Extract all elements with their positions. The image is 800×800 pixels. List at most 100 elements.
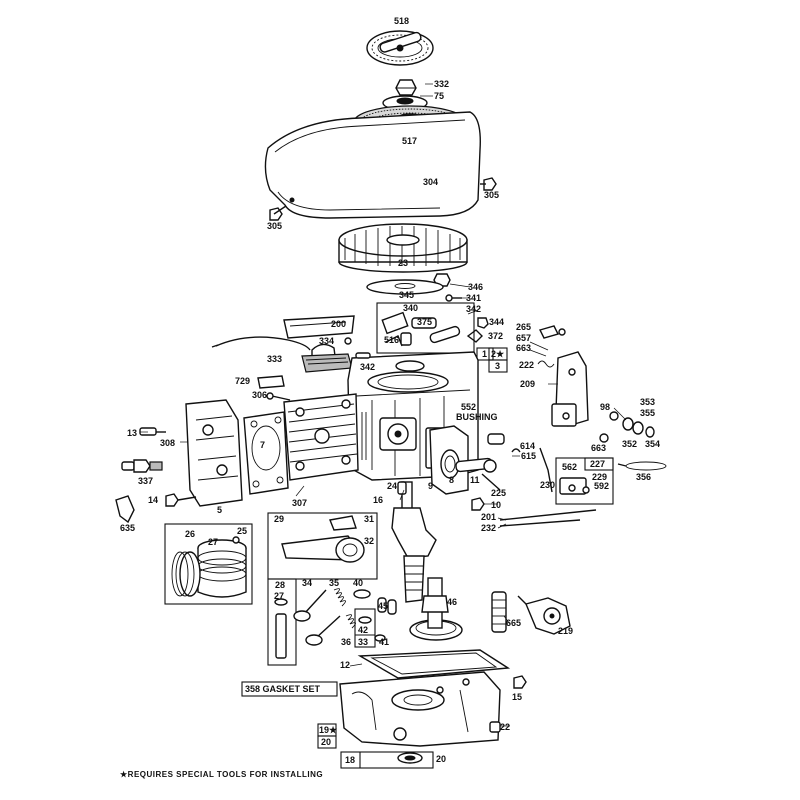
box-19-20 bbox=[317, 723, 337, 749]
label-34: 34 bbox=[302, 578, 312, 588]
part-98-353-355-washers bbox=[609, 411, 655, 438]
part-635-elbow bbox=[115, 495, 135, 524]
label-25: 25 bbox=[237, 526, 247, 536]
part-23-flywheel bbox=[338, 223, 468, 273]
part-306-screw bbox=[266, 392, 291, 401]
label-332: 332 bbox=[434, 79, 449, 89]
label-353: 353 bbox=[640, 397, 655, 407]
part-10-screw bbox=[471, 497, 485, 511]
label-358-gasket-set: 358 GASKET SET bbox=[245, 684, 321, 694]
label-14: 14 bbox=[148, 495, 158, 505]
label-635: 635 bbox=[120, 523, 135, 533]
label-225: 225 bbox=[491, 488, 506, 498]
part-665-dipstick-tube bbox=[491, 591, 507, 633]
part-35-spring bbox=[333, 588, 346, 607]
part-18-oil-sump bbox=[339, 671, 501, 747]
label-22: 22 bbox=[500, 722, 510, 732]
part-265-screw bbox=[538, 325, 566, 339]
label-11: 11 bbox=[470, 475, 480, 485]
part-222-spring bbox=[537, 360, 555, 368]
label-305-left: 305 bbox=[267, 221, 282, 231]
part-14-screw bbox=[165, 493, 197, 507]
part-345-washer bbox=[366, 279, 444, 295]
label-308: 308 bbox=[160, 438, 175, 448]
box-375-breaker-assembly bbox=[376, 302, 475, 354]
part-225-link bbox=[481, 473, 501, 491]
part-342-bolt bbox=[355, 352, 371, 359]
label-306: 306 bbox=[252, 390, 267, 400]
label-663-top: 663 bbox=[516, 343, 531, 353]
label-346: 346 bbox=[468, 282, 483, 292]
part-344-screw bbox=[477, 317, 489, 329]
label-3: 3 bbox=[495, 361, 500, 371]
label-20-seal: 20 bbox=[436, 754, 446, 764]
part-41-retainer bbox=[374, 634, 386, 642]
label-16: 16 bbox=[373, 495, 383, 505]
label-bushing: BUSHING bbox=[456, 412, 498, 422]
label-342-mid: 342 bbox=[360, 362, 375, 372]
label-729: 729 bbox=[235, 376, 250, 386]
part-12-sump-gasket bbox=[357, 649, 511, 679]
part-13-screw bbox=[139, 427, 166, 436]
label-24: 24 bbox=[387, 481, 397, 491]
label-27-piston: 27 bbox=[208, 537, 218, 547]
label-227: 227 bbox=[590, 459, 605, 469]
label-2: 2★ bbox=[491, 349, 505, 359]
label-36: 36 bbox=[341, 637, 351, 647]
part-332-nut bbox=[395, 79, 417, 96]
label-657: 657 bbox=[516, 333, 531, 343]
label-35: 35 bbox=[329, 578, 339, 588]
label-1: 1 bbox=[482, 349, 487, 359]
label-305-right: 305 bbox=[484, 190, 499, 200]
label-334: 334 bbox=[319, 336, 334, 346]
label-29: 29 bbox=[274, 514, 284, 524]
label-45: 45 bbox=[378, 601, 388, 611]
part-516-plug bbox=[400, 332, 412, 346]
part-356-wire bbox=[617, 461, 667, 471]
part-45-tappet bbox=[377, 597, 397, 615]
label-75: 75 bbox=[434, 91, 444, 101]
leader-lines bbox=[140, 83, 627, 727]
part-337-spark-plug bbox=[121, 459, 163, 473]
label-229: 229 bbox=[592, 472, 607, 482]
part-11-shaft bbox=[455, 457, 497, 473]
part-663-screw bbox=[599, 433, 609, 443]
label-614: 614 bbox=[520, 441, 535, 451]
label-518: 518 bbox=[394, 16, 409, 26]
label-7: 7 bbox=[260, 440, 265, 450]
label-23: 23 bbox=[398, 258, 408, 268]
label-10: 10 bbox=[491, 500, 501, 510]
part-40-retainer bbox=[353, 589, 371, 599]
label-222: 222 bbox=[519, 360, 534, 370]
part-20-oil-seal bbox=[397, 752, 423, 764]
label-209: 209 bbox=[520, 379, 535, 389]
label-356: 356 bbox=[636, 472, 651, 482]
part-46-cam-gear bbox=[409, 577, 463, 641]
label-344: 344 bbox=[489, 317, 504, 327]
label-665: 665 bbox=[506, 618, 521, 628]
box-562-227 bbox=[555, 457, 614, 505]
label-345: 345 bbox=[399, 290, 414, 300]
part-341-screw bbox=[445, 294, 462, 302]
label-20-box: 20 bbox=[321, 737, 331, 747]
label-615: 615 bbox=[521, 451, 536, 461]
label-41: 41 bbox=[379, 637, 389, 647]
label-592: 592 bbox=[594, 481, 609, 491]
part-230-lever bbox=[539, 447, 553, 493]
label-33: 33 bbox=[358, 637, 368, 647]
label-352: 352 bbox=[622, 439, 637, 449]
label-42: 42 bbox=[358, 625, 368, 635]
box-42-33 bbox=[354, 608, 376, 648]
label-230: 230 bbox=[540, 480, 555, 490]
part-8-oil-seal-plate bbox=[429, 425, 469, 495]
label-200: 200 bbox=[331, 319, 346, 329]
label-342-top: 342 bbox=[466, 304, 481, 314]
label-12: 12 bbox=[340, 660, 350, 670]
label-265: 265 bbox=[516, 322, 531, 332]
label-46: 46 bbox=[447, 597, 457, 607]
part-22-plug bbox=[489, 721, 501, 733]
label-355: 355 bbox=[640, 408, 655, 418]
label-375: 375 bbox=[417, 317, 432, 327]
box-29-connecting-rod bbox=[267, 512, 378, 580]
part-304-blower-housing bbox=[264, 111, 481, 219]
